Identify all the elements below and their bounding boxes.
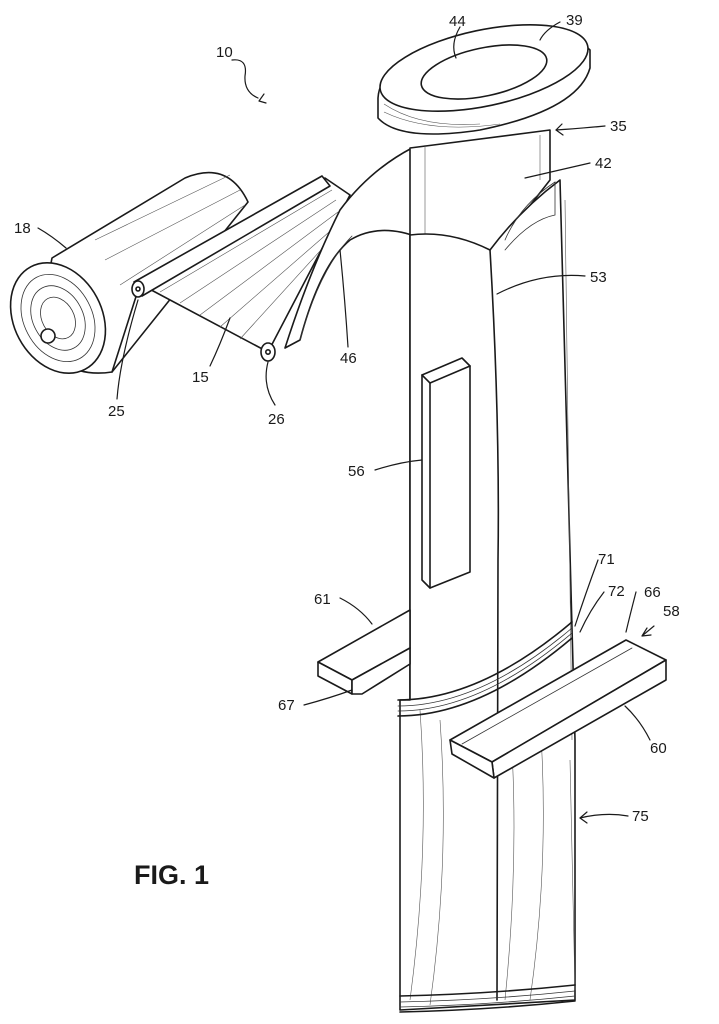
label-39: 39 <box>566 12 583 29</box>
label-66: 66 <box>644 584 661 601</box>
bottom-seal <box>399 984 576 1013</box>
roller-26 <box>260 342 276 362</box>
tube-flange <box>377 23 591 135</box>
label-42: 42 <box>595 155 612 172</box>
label-67: 67 <box>278 697 295 714</box>
longitudinal-sealer <box>421 357 471 589</box>
roller-25 <box>131 175 331 298</box>
label-56: 56 <box>348 463 365 480</box>
label-35: 35 <box>610 118 627 135</box>
transverse-seal <box>397 621 573 717</box>
label-26: 26 <box>268 411 285 428</box>
label-46: 46 <box>340 350 357 367</box>
sealing-jaw-61 <box>317 609 411 695</box>
label-15: 15 <box>192 369 209 386</box>
label-44: 44 <box>449 13 466 30</box>
label-58: 58 <box>663 603 680 620</box>
label-72: 72 <box>608 583 625 600</box>
lead-lines <box>37 21 655 824</box>
label-75: 75 <box>632 808 649 825</box>
figure-label: FIG. 1 <box>134 860 209 890</box>
label-18: 18 <box>14 220 31 237</box>
film-roll <box>9 171 249 375</box>
label-60: 60 <box>650 740 667 757</box>
label-53: 53 <box>590 269 607 286</box>
sealing-jaw-60 <box>449 639 667 779</box>
tubular-film <box>399 179 576 1011</box>
label-71: 71 <box>598 551 615 568</box>
label-61: 61 <box>314 591 331 608</box>
label-10: 10 <box>216 44 233 61</box>
label-25: 25 <box>108 403 125 420</box>
